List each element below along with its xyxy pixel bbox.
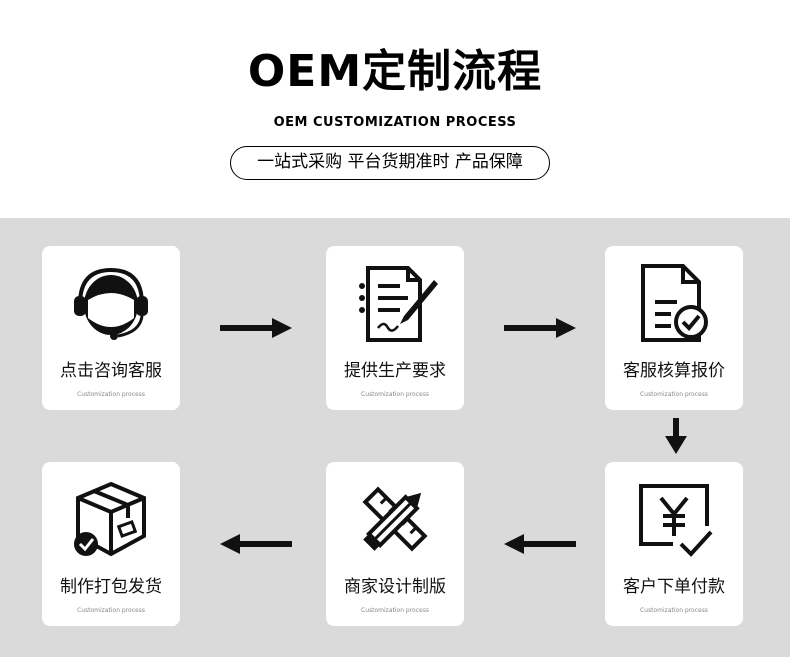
step-sub: Customization process: [640, 391, 708, 398]
step-card-ship: 制作打包发货 Customization process: [42, 462, 180, 626]
arrow-left-icon: [220, 534, 292, 554]
step-card-requirements: 提供生产要求 Customization process: [326, 246, 464, 410]
slogan-pill: 一站式采购 平台货期准时 产品保障: [230, 146, 550, 180]
step-label: 制作打包发货: [60, 577, 162, 597]
step-card-design: 商家设计制版 Customization process: [326, 462, 464, 626]
step-sub: Customization process: [361, 607, 429, 614]
step-label: 点击咨询客服: [60, 361, 162, 381]
yen-payment-icon: [639, 484, 713, 557]
step-label: 客服核算报价: [623, 361, 725, 381]
customer-service-headset-icon: [74, 267, 148, 340]
step-card-consult: 点击咨询客服 Customization process: [42, 246, 180, 410]
document-check-icon: [641, 264, 708, 342]
step-sub: Customization process: [77, 391, 145, 398]
package-check-icon: [74, 481, 146, 557]
step-card-quote: 客服核算报价 Customization process: [605, 246, 743, 410]
arrow-down-icon: [665, 418, 687, 454]
page-title: OEM定制流程: [247, 46, 543, 97]
header: OEM定制流程 OEM CUSTOMIZATION PROCESS 一站式采购 …: [0, 0, 790, 218]
arrow-left-icon: [504, 534, 576, 554]
step-sub: Customization process: [77, 607, 145, 614]
process-panel: 点击咨询客服 Customization process 提供生产要求 Cust…: [0, 218, 790, 657]
document-pen-icon: [359, 266, 438, 342]
arrow-right-icon: [220, 318, 292, 338]
ruler-pencil-icon: [362, 486, 428, 552]
step-card-order-payment: 客户下单付款 Customization process: [605, 462, 743, 626]
step-sub: Customization process: [361, 391, 429, 398]
step-label: 商家设计制版: [344, 577, 446, 597]
step-label: 提供生产要求: [344, 361, 446, 381]
page-subtitle: OEM CUSTOMIZATION PROCESS: [273, 115, 517, 130]
arrow-right-icon: [504, 318, 576, 338]
step-label: 客户下单付款: [623, 577, 725, 597]
step-sub: Customization process: [640, 607, 708, 614]
